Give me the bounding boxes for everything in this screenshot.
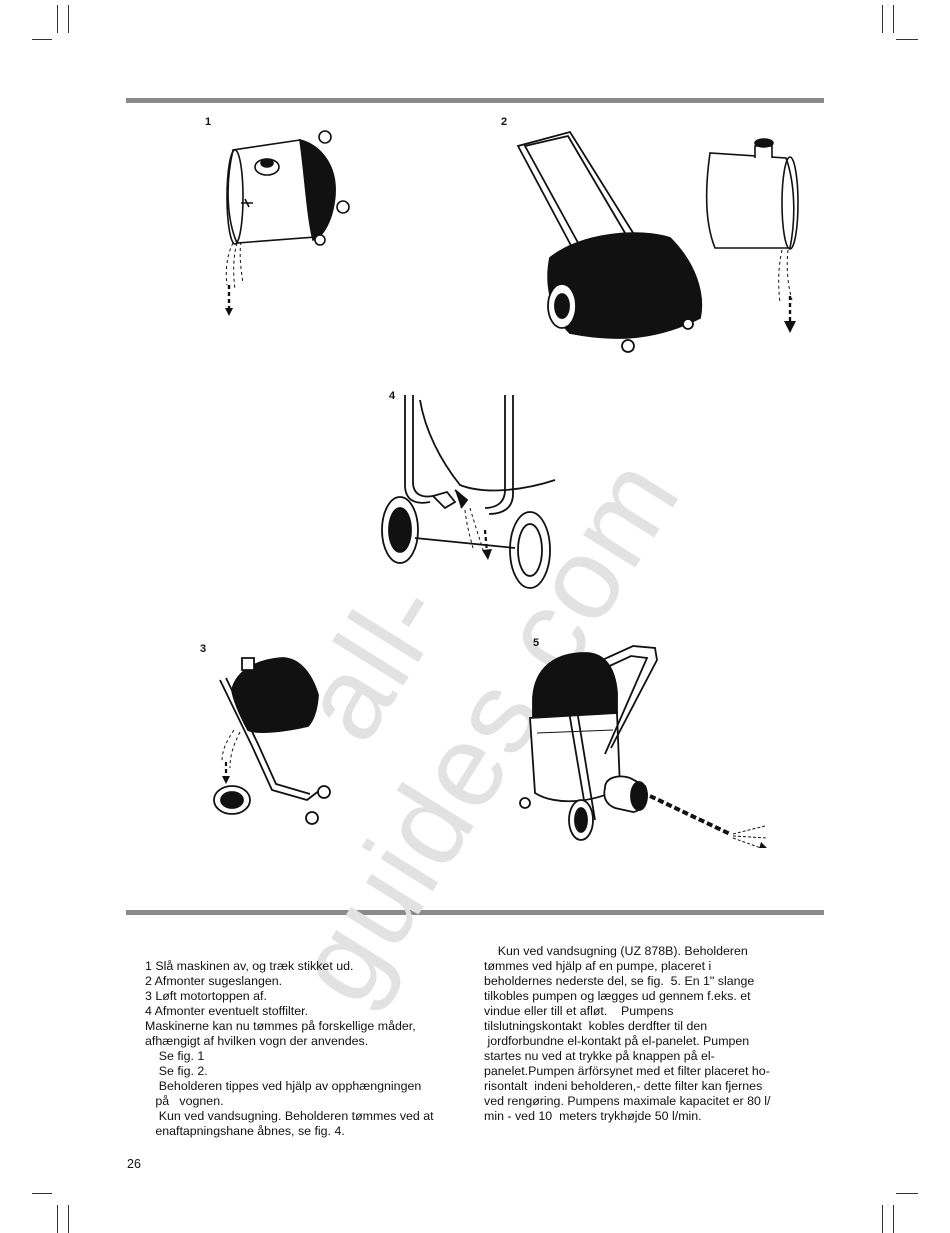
figure-label-1: 1	[205, 116, 212, 128]
crop-mark	[882, 5, 883, 33]
crop-mark	[893, 5, 894, 33]
text-line: Se fig. 1	[145, 1049, 205, 1063]
crop-mark	[68, 1205, 69, 1233]
text-line: min - ved 10 meters trykhøjde 50 l/min.	[484, 1109, 702, 1123]
crop-mark	[57, 1205, 58, 1233]
crop-mark	[882, 1205, 883, 1233]
text-line: ved rengøring. Pumpens maximale kapacite…	[484, 1094, 771, 1108]
figure-4-illustration	[375, 390, 565, 600]
text-line: Se fig. 2.	[145, 1064, 208, 1078]
text-line: vindue eller till et afløt. Pumpens	[484, 1004, 674, 1018]
text-line: panelet.Pumpen ärförsynet med et filter …	[484, 1064, 770, 1078]
text-line: tømmes ved hjälp af en pumpe, placeret i	[484, 959, 712, 973]
text-line: på vognen.	[145, 1094, 224, 1108]
text-line: 4 Afmonter eventuelt stoffilter.	[145, 1004, 309, 1018]
text-line: jordforbundne el-kontakt på el-panelet. …	[484, 1034, 750, 1048]
text-line: Kun ved vandsugning. Beholderen tømmes v…	[145, 1109, 434, 1123]
figure-2-illustration	[510, 128, 810, 363]
figure-3-illustration	[212, 650, 337, 830]
figure-label-2: 2	[501, 116, 508, 128]
figure-5-illustration	[505, 638, 775, 848]
top-rule	[126, 98, 824, 103]
crop-mark	[32, 39, 52, 40]
crop-mark	[68, 5, 69, 33]
instructions-right-column: Kun ved vandsugning (UZ 878B). Beholdere…	[484, 944, 771, 1124]
text-line: risontalt indeni beholderen,- dette filt…	[484, 1079, 763, 1093]
figure-label-3: 3	[200, 643, 207, 655]
text-line: 1 Slå maskinen av, og træk stikket ud.	[145, 959, 354, 973]
text-line: 2 Afmonter sugeslangen.	[145, 974, 283, 988]
text-line: Beholderen tippes ved hjälp av opphængni…	[145, 1079, 422, 1093]
figure-1-illustration	[215, 125, 360, 320]
crop-mark	[893, 1205, 894, 1233]
text-line: enaftapningshane åbnes, se fig. 4.	[145, 1124, 345, 1138]
text-line: afhængigt af hvilken vogn der anvendes.	[145, 1034, 369, 1048]
crop-mark	[896, 1193, 918, 1194]
text-line: 3 Løft motortoppen af.	[145, 989, 267, 1003]
crop-mark	[896, 39, 918, 40]
text-line: startes nu ved at trykke på knappen på e…	[484, 1049, 715, 1063]
crop-mark	[32, 1193, 52, 1194]
text-line: Maskinerne kan nu tømmes på forskellige …	[145, 1019, 416, 1033]
text-line: beholdernes nederste del, se fig. 5. En …	[484, 974, 755, 988]
bottom-rule	[126, 910, 824, 915]
text-line: tilslutningskontakt kobles derdfter til …	[484, 1019, 708, 1033]
text-line: Kun ved vandsugning (UZ 878B). Beholdere…	[484, 944, 748, 958]
page-number: 26	[127, 1157, 141, 1171]
crop-mark	[57, 5, 58, 33]
figure-label-5: 5	[533, 637, 540, 649]
figure-label-4: 4	[389, 390, 396, 402]
text-line: tilkobles pumpen og lægges ud gennem f.e…	[484, 989, 751, 1003]
instructions-left-column: 1 Slå maskinen av, og træk stikket ud. 2…	[145, 959, 434, 1139]
